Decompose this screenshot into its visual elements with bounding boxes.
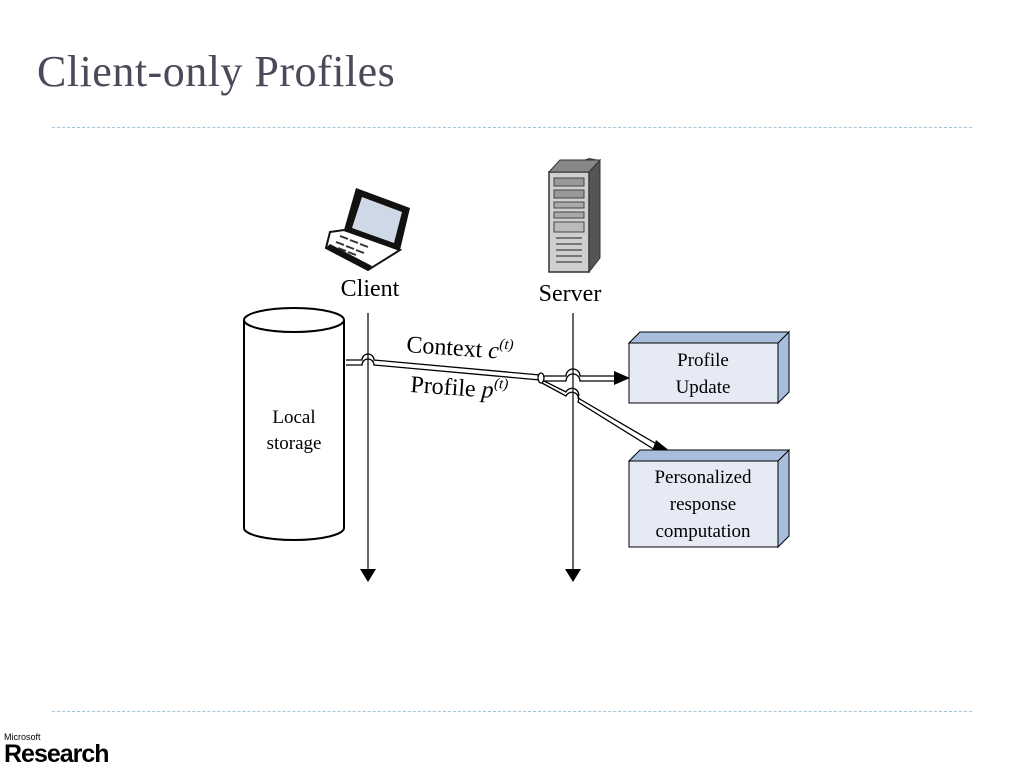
- server-label: Server: [539, 281, 602, 307]
- laptop-icon: [324, 188, 410, 272]
- message-flow: [346, 353, 661, 451]
- profile-update-box: Profile Update: [627, 330, 791, 405]
- bottom-divider: [52, 711, 972, 712]
- logo-research-text: Research: [4, 740, 110, 768]
- profile-update-line2: Update: [676, 377, 731, 398]
- personalized-line3: computation: [656, 521, 751, 542]
- logo-microsoft-text: Microsoft: [4, 732, 41, 742]
- server-icon: [547, 158, 602, 274]
- personalized-line2: response: [670, 494, 736, 515]
- microsoft-research-logo: Microsoft Research: [4, 732, 110, 768]
- local-storage-cylinder: Local storage: [243, 307, 345, 541]
- profile-message-label: Profile p(t): [410, 370, 509, 405]
- top-divider: [52, 127, 972, 128]
- context-message-label: Context c(t): [406, 330, 515, 365]
- slide-title: Client-only Profiles: [37, 47, 396, 96]
- storage-label-line2: storage: [267, 433, 322, 454]
- profile-update-line1: Profile: [677, 350, 729, 371]
- client-label: Client: [341, 276, 400, 302]
- personalized-response-box: Personalized response computation: [627, 448, 791, 549]
- personalized-line1: Personalized: [654, 467, 752, 488]
- storage-label-line1: Local: [272, 407, 315, 428]
